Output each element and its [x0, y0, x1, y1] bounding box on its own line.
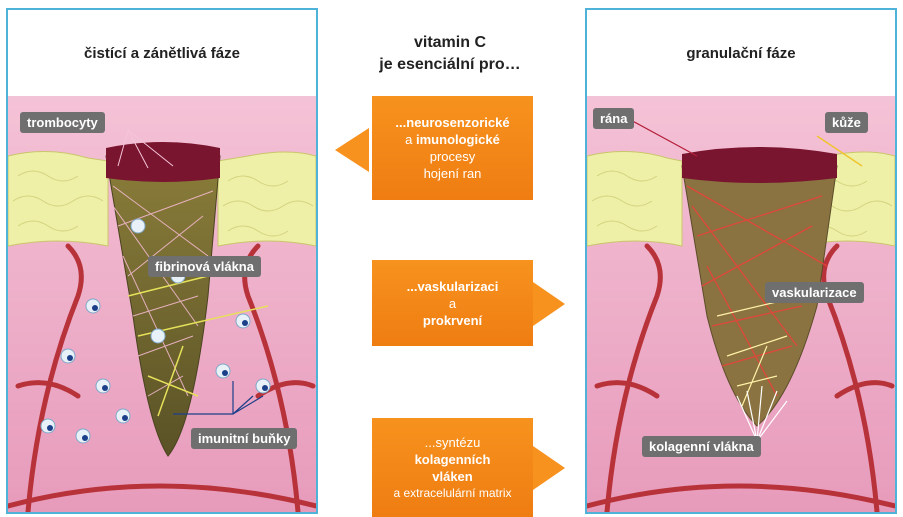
title-line-1: vitamin C [340, 32, 560, 54]
box-collagen: ...syntézu kolagenních vláken a extracel… [372, 418, 533, 517]
box3-line3: vláken [376, 468, 529, 485]
box1-line4: hojení ran [376, 165, 529, 182]
label-skin: kůže [825, 112, 868, 133]
arrow-right-1 [533, 282, 565, 326]
box1-line2: a imunologické [376, 131, 529, 148]
box2-line1: ...vaskularizaci [376, 278, 529, 295]
label-vascularization: vaskularizace [765, 282, 864, 303]
label-wound: rána [593, 108, 634, 129]
box-vascularization: ...vaskularizaci a prokrvení [372, 260, 533, 346]
arrow-left [335, 128, 369, 172]
box3-line2: kolagenních [376, 451, 529, 468]
title-line-2: je esenciální pro… [340, 54, 560, 76]
label-platelets: trombocyty [20, 112, 105, 133]
box1-line3: procesy [376, 148, 529, 165]
inflammatory-phase-panel: čistící a zánětlivá fáze [6, 8, 318, 514]
box3-line4: a extracelulární matrix [376, 485, 529, 502]
box2-line3: prokrvení [376, 312, 529, 329]
box1-line2b: imunologické [416, 132, 500, 147]
arrow-right-2 [533, 446, 565, 490]
box-neurosensory: ...neurosenzorické a imunologické proces… [372, 96, 533, 200]
granulation-phase-panel: granulační fáze [585, 8, 897, 514]
inflammatory-phase-illustration [8, 96, 316, 512]
box3-line1: ...syntézu [376, 434, 529, 451]
panel-heading: granulační fáze [587, 10, 895, 98]
label-immune-cells: imunitní buňky [191, 428, 297, 449]
panel-heading: čistící a zánětlivá fáze [8, 10, 316, 98]
label-collagen-fibers: kolagenní vlákna [642, 436, 761, 457]
label-fibrin-fibers: fibrinová vlákna [148, 256, 261, 277]
box1-line2a: a [405, 132, 416, 147]
box2-line2: a [376, 295, 529, 312]
center-title: vitamin C je esenciální pro… [340, 32, 560, 76]
box1-line1: ...neurosenzorické [376, 114, 529, 131]
